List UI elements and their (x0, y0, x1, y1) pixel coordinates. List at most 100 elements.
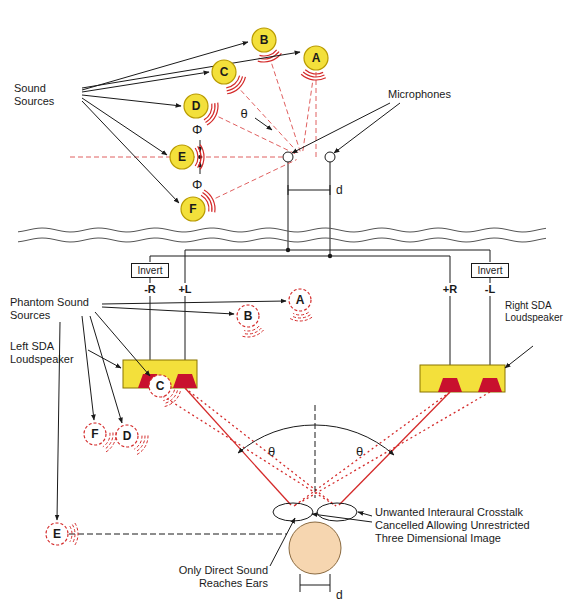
sound-wave (195, 148, 198, 166)
source-letter: A (312, 51, 321, 65)
wires (150, 162, 490, 365)
phantom-wave (72, 525, 75, 544)
leader-line (102, 301, 286, 304)
axis-line (316, 72, 317, 157)
annotation: Φ (192, 177, 202, 192)
sound-wave (200, 145, 204, 170)
circle-shape (289, 289, 311, 311)
leader-line (82, 52, 300, 88)
source-letter: E (53, 527, 61, 541)
inverted-wire (150, 278, 490, 365)
junction-dot (328, 254, 332, 258)
right-channel-wire (150, 162, 450, 365)
phantom-source: C (148, 374, 172, 398)
leader-line (82, 316, 94, 420)
annotation: Φ (192, 122, 202, 137)
annotation: Left SDA Loudspeaker (10, 340, 90, 366)
dimension-tick (300, 574, 301, 592)
invert-box: Invert (471, 263, 509, 278)
phantom-wave (242, 330, 263, 337)
signal-name: -R (142, 283, 158, 296)
listener-head (289, 522, 341, 574)
sound-paths (150, 388, 490, 506)
phantom-wave (292, 315, 311, 318)
annotation: Only Direct Sound Reaches Ears (150, 564, 268, 590)
left-channel-wire (185, 162, 490, 360)
dimension-tick (330, 185, 331, 195)
source-letter: C (156, 379, 165, 393)
leader-line (82, 98, 167, 155)
phantom-wave (137, 435, 148, 454)
sound-wave (258, 53, 282, 62)
dimension-line (288, 190, 330, 191)
source-letter: B (244, 309, 253, 323)
circle-shape (46, 523, 68, 545)
phantom-source: D (115, 424, 139, 448)
circle-shape (237, 305, 259, 327)
leader-line (82, 72, 209, 92)
annotation: d (336, 588, 343, 602)
break-line (18, 228, 546, 232)
source-direction-line (303, 83, 313, 151)
sound-wave (207, 103, 218, 125)
microphone (283, 152, 293, 162)
axis-line (69, 534, 287, 535)
leader-line (82, 95, 181, 106)
sound-source: E (169, 144, 195, 170)
leader-line (334, 103, 400, 153)
sound-source: F (180, 196, 206, 222)
leader-line (292, 103, 390, 153)
sound-source: C (211, 59, 237, 85)
leader-line (57, 322, 60, 520)
source-letter: B (260, 33, 269, 47)
sound-source: D (183, 93, 209, 119)
signal-name: -L (483, 283, 497, 296)
direct-path (185, 388, 291, 505)
driver (478, 378, 502, 392)
sound-source: B (251, 27, 277, 53)
phantom-wave (106, 432, 116, 452)
source-direction-line (219, 117, 297, 155)
dimension-tick (288, 185, 289, 195)
box-label: Invert (477, 265, 502, 276)
circle-shape (212, 60, 236, 84)
phantom-wave (243, 328, 261, 334)
leader-line (82, 101, 179, 203)
source-letter: D (192, 99, 201, 113)
angle-arc (238, 425, 394, 455)
signal-name: +L (176, 283, 193, 296)
circle-shape (184, 94, 208, 118)
right-loudspeaker (420, 365, 505, 392)
annotation: d (336, 183, 343, 197)
sound-wave (301, 74, 326, 80)
leader-line (95, 312, 150, 376)
leader-line (312, 514, 372, 522)
source-letter: C (220, 65, 229, 79)
circle-shape (149, 375, 171, 397)
annotation: Microphones (388, 88, 468, 101)
crosstalk-path (150, 388, 336, 506)
break-line (18, 238, 546, 242)
phantom-source: E (45, 522, 69, 546)
sound-wave (303, 72, 324, 77)
phantom-source: B (236, 304, 260, 328)
annotation: Right SDA Loudspeaker (505, 300, 563, 324)
annotation: θ (268, 444, 275, 459)
phantom-source: F (83, 422, 107, 446)
leader-line (88, 350, 121, 368)
microphone (325, 152, 335, 162)
circle-shape (181, 197, 205, 221)
center-line (315, 405, 316, 498)
source-letter: F (189, 202, 196, 216)
signal-name: +R (441, 283, 459, 296)
source-letter: A (296, 293, 305, 307)
driver (438, 378, 462, 392)
annotation: θ (356, 444, 363, 459)
annotation: Phantom Sound Sources (10, 296, 102, 322)
phantom-wave (293, 312, 309, 315)
dimension-tick (330, 574, 331, 592)
circle-shape (84, 423, 106, 445)
source-letter: D (123, 429, 132, 443)
invert-box: Invert (131, 263, 169, 278)
phantom-wave (70, 526, 72, 542)
